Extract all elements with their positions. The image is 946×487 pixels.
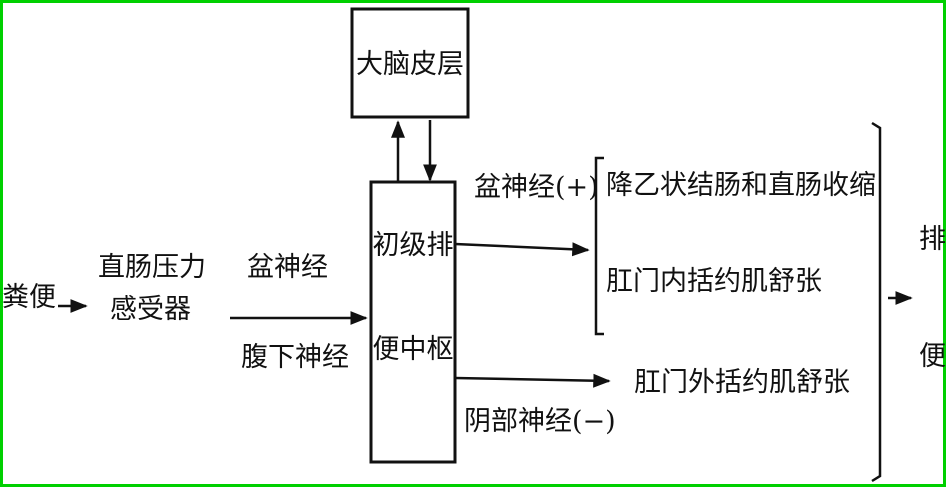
pelvic-out-arrow — [454, 242, 590, 257]
effect-colon-contract: 降乙状结肠和直肠收缩 — [606, 170, 876, 201]
effect-external-relax: 肛门外括约肌舒张 — [634, 367, 850, 398]
center-label-line2: 便中枢 — [373, 334, 454, 365]
effects-bracket — [594, 156, 604, 336]
pudendal-out-arrow — [454, 373, 611, 388]
frame-right — [943, 0, 946, 487]
cortex-label: 大脑皮层 — [356, 49, 464, 80]
afferent-bottom-label: 腹下神经 — [241, 342, 349, 373]
cortex-box — [350, 7, 470, 119]
sensor-label-line2: 感受器 — [110, 294, 191, 325]
center-label-line1: 初级排 — [373, 230, 454, 261]
effect-internal-relax: 肛门内括约肌舒张 — [606, 266, 822, 297]
frame-left — [0, 0, 3, 487]
pelvic-out-label: 盆神经(+) — [474, 172, 599, 203]
result-char-1: 排 — [919, 224, 946, 255]
sensor-label-line1: 直肠压力 — [98, 252, 206, 283]
pudendal-out-label: 阴部神经(−) — [464, 406, 616, 437]
afferent-top-label: 盆神经 — [247, 252, 328, 283]
stool-label: 粪便 — [2, 282, 56, 313]
frame-top — [0, 0, 946, 3]
result-bracket — [871, 121, 882, 483]
frame-bottom — [0, 484, 946, 487]
result-char-2: 便 — [919, 341, 946, 372]
center-box — [369, 180, 457, 464]
